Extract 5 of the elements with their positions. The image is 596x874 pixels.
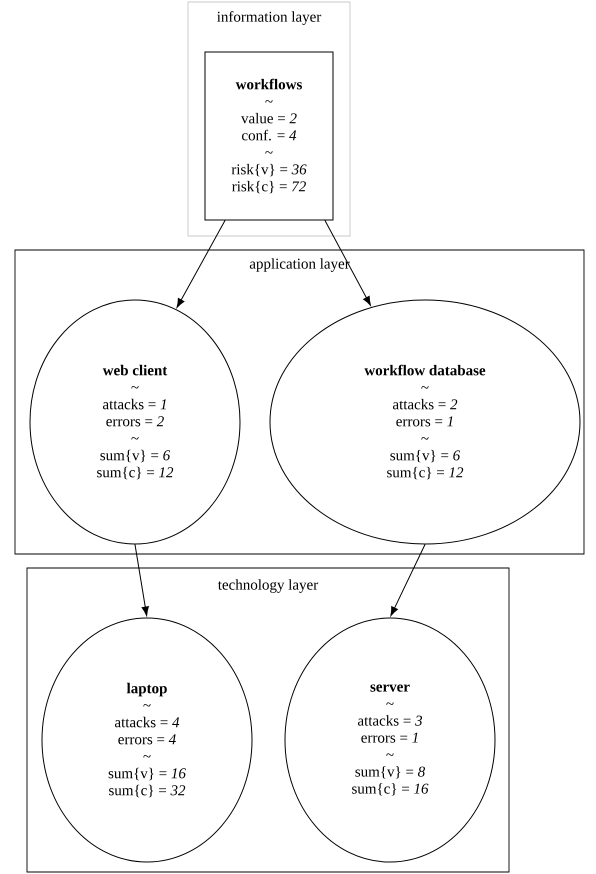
- arrow: [176, 220, 226, 308]
- arrow: [134, 544, 149, 616]
- arrow: [390, 544, 426, 616]
- arrow: [324, 220, 371, 306]
- entity-box: workflows ~ value = 2 conf. = 4 ~ risk{v} = 36 risk{c} = 72: [204, 52, 334, 220]
